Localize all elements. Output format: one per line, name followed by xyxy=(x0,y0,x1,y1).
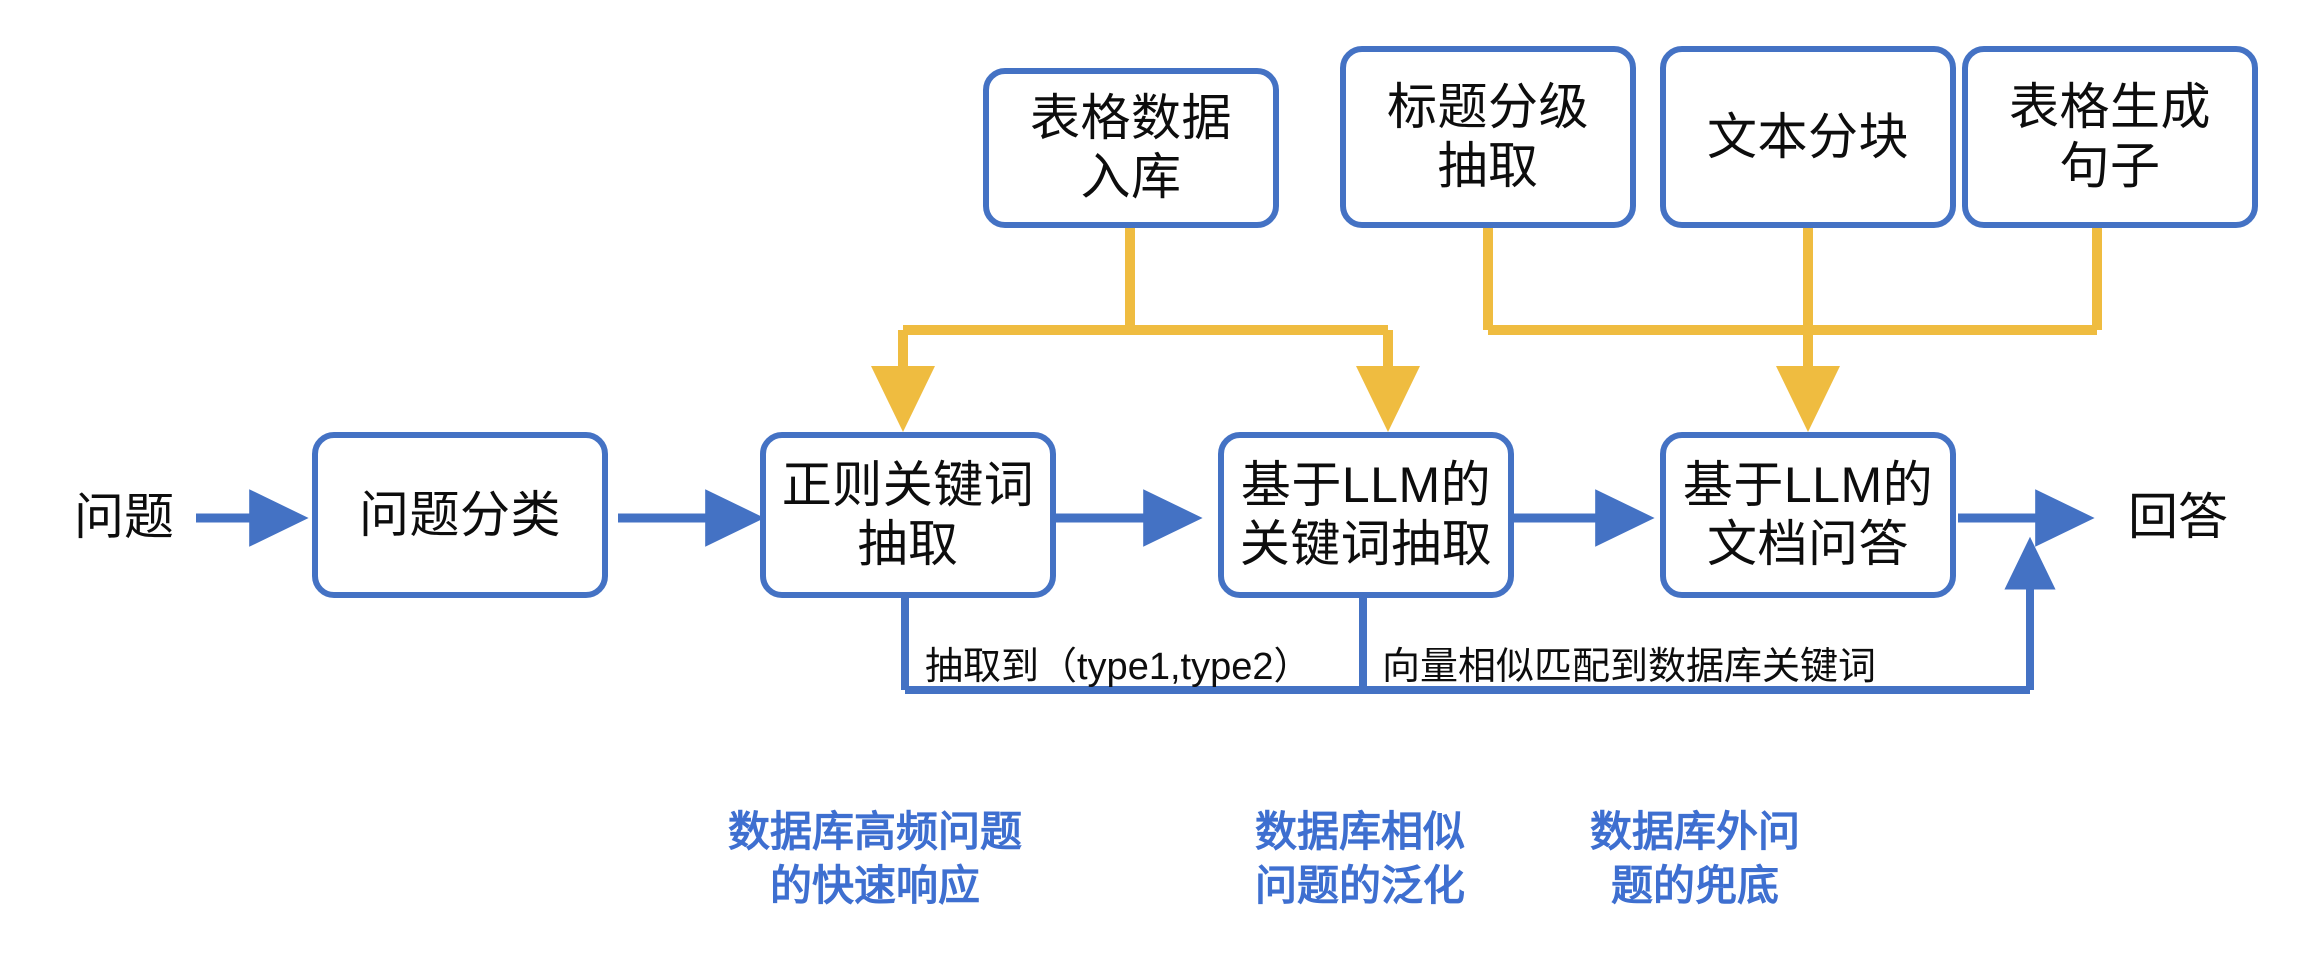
node-question-classification[interactable]: 问题分类 xyxy=(312,432,608,598)
input-label-question: 问题 xyxy=(74,489,174,546)
node-llm-keyword-extract[interactable]: 基于LLM的 关键词抽取 xyxy=(1218,432,1514,598)
node-table-to-sentence[interactable]: 表格生成 句子 xyxy=(1962,46,2258,228)
edge-label-vector-match: 向量相似匹配到数据库关键词 xyxy=(1382,646,1877,688)
caption-similar-question: 数据库相似 问题的泛化 xyxy=(1254,808,1465,909)
node-llm-document-qa[interactable]: 基于LLM的 文档问答 xyxy=(1660,432,1956,598)
node-regex-keyword-extract[interactable]: 正则关键词 抽取 xyxy=(760,432,1056,598)
edge-label-extract-type: 抽取到（type1,type2） xyxy=(925,646,1312,688)
node-text-chunking[interactable]: 文本分块 xyxy=(1660,46,1956,228)
caption-out-of-database: 数据库外问 题的兜底 xyxy=(1589,808,1800,909)
gold-connector-right-group xyxy=(1483,228,2102,433)
node-heading-hierarchy-extract[interactable]: 标题分级 抽取 xyxy=(1340,46,1636,228)
node-table-data-ingest[interactable]: 表格数据 入库 xyxy=(983,68,1279,228)
output-label-answer: 回答 xyxy=(2128,489,2228,546)
gold-connector-left-group xyxy=(870,228,1420,433)
caption-high-frequency: 数据库高频问题 的快速响应 xyxy=(727,808,1022,909)
